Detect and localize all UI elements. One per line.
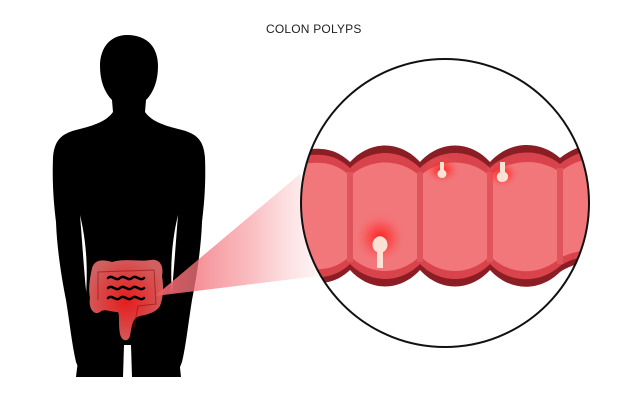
magnified-colon-view — [300, 58, 590, 348]
magnifier-ring — [300, 58, 590, 348]
intestines — [89, 259, 164, 341]
title-text: COLON POLYPS — [266, 22, 362, 36]
polyp-small-1 — [437, 162, 447, 178]
magnification-beam — [155, 174, 318, 296]
polyp-small-2 — [496, 162, 509, 182]
polyp-large — [372, 236, 388, 268]
polyps — [372, 162, 509, 268]
